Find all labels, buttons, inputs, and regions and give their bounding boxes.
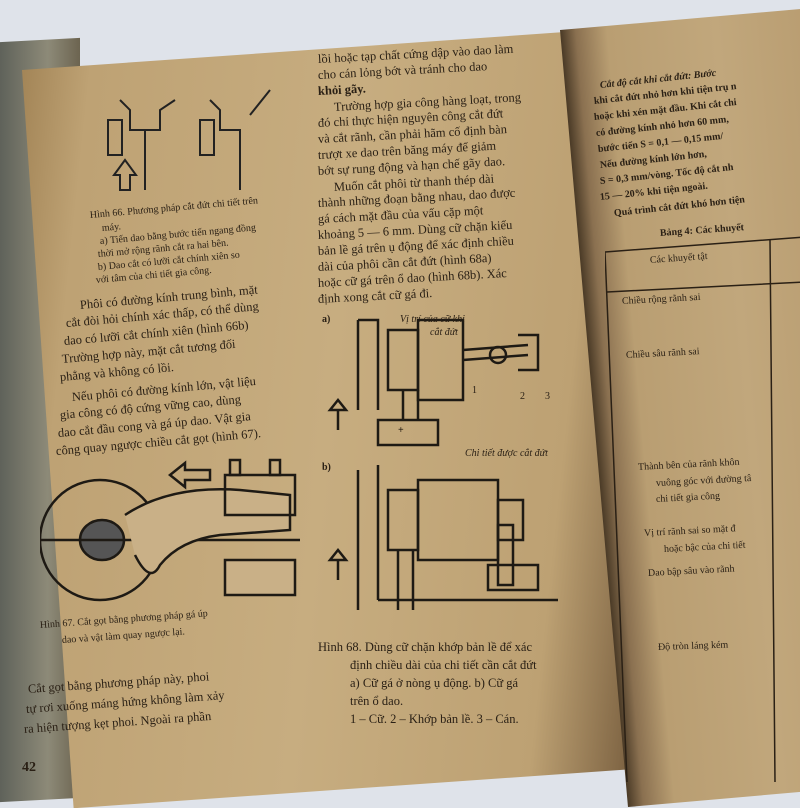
figure-68-drawing: [327, 318, 558, 610]
table-row: Độ tròn láng kém: [657, 639, 729, 653]
part-label: Chi tiết được cắt đứt: [465, 448, 548, 459]
callout-2: 2: [520, 391, 525, 402]
callout-3: 3: [545, 391, 550, 402]
caption-line: trên ổ dao.: [350, 694, 404, 708]
caption-line: định chiều dài của chi tiết cần cắt đứt: [350, 658, 537, 672]
caption-line: máy.: [101, 221, 122, 234]
callout-1: 1: [472, 385, 477, 396]
page-number: 42: [22, 760, 36, 775]
label-a: a): [322, 314, 331, 325]
figure-66-drawing: [107, 89, 271, 191]
label-b: b): [322, 462, 331, 473]
caption-line: a) Cữ gá ở nòng ụ động. b) Cữ gá: [350, 676, 519, 690]
figure-67-drawing: [40, 458, 300, 602]
position-label: cắt đứt: [430, 327, 458, 338]
text-line: khỏi gãy.: [317, 81, 367, 98]
plus-mark: +: [398, 425, 404, 436]
caption-line: 1 – Cữ. 2 – Khớp bản lề. 3 – Cán.: [350, 712, 519, 726]
position-label: Vị trí của cữ khi: [400, 314, 465, 325]
defects-table-lines: [605, 236, 800, 783]
caption-line: Hình 68. Dùng cữ chặn khớp bản lề để xác: [318, 640, 533, 654]
